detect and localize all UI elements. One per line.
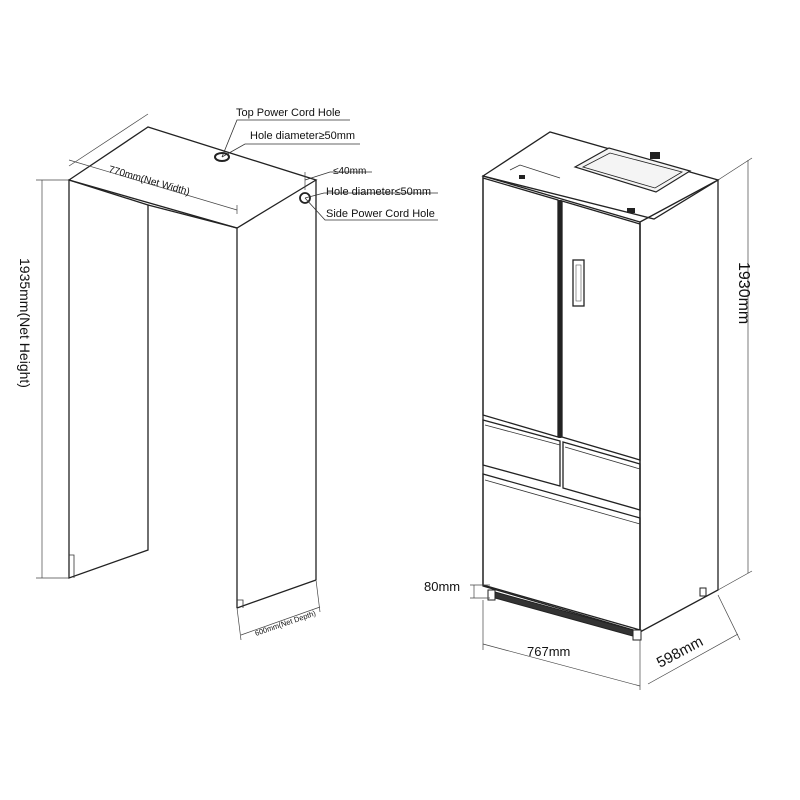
fridge-width-label: 767mm — [527, 644, 570, 659]
top-hole-diameter-leader — [221, 143, 360, 158]
side-hole-diameter-label: Hole diameter≤50mm — [326, 186, 431, 198]
cabinet-drawing — [36, 113, 438, 641]
hinge-left-icon — [519, 175, 525, 179]
hinge-right-icon — [627, 208, 635, 213]
rear-right-foot — [699, 587, 707, 597]
top-hole-title: Top Power Cord Hole — [236, 107, 341, 119]
fridge-depth-dimension-line — [647, 633, 739, 685]
right-drawer-lip — [564, 446, 641, 470]
cabinet-right-foot — [237, 599, 244, 608]
cabinet-right-bottom-edge — [236, 579, 317, 609]
bottom-drawer-lip — [484, 479, 641, 525]
depth-dimension-line — [240, 606, 321, 636]
top-panel-connector-icon — [650, 152, 660, 159]
bottom-drawer — [482, 473, 641, 631]
left-middle-drawer — [482, 419, 561, 487]
cabinet-top-face — [67, 126, 318, 229]
fridge-depth-ext-right — [717, 594, 741, 641]
side-hole-offset-leader — [304, 171, 372, 181]
front-left-foot — [487, 589, 496, 601]
base-grille — [494, 591, 641, 639]
left-drawer-lip — [484, 424, 561, 446]
front-right-foot — [632, 629, 642, 641]
right-middle-drawer — [562, 441, 641, 511]
cabinet-left-panel — [68, 179, 149, 579]
top-edge-detail — [509, 164, 561, 179]
side-hole-diameter-leader — [304, 192, 438, 199]
fridge-drawing — [470, 131, 753, 690]
cabinet-left-foot — [69, 554, 75, 578]
top-hole-diameter-label: Hole diameter≥50mm — [250, 130, 355, 142]
depth-ext-left — [236, 607, 242, 641]
left-upper-door — [482, 177, 559, 438]
net-width-label: 770mm(Net Width) — [107, 164, 191, 198]
width-ext-left — [68, 113, 149, 167]
width-dimension-line — [68, 159, 238, 211]
net-depth-label: 600mm(Net Depth) — [254, 608, 318, 637]
side-hole-offset-label: ≤40mm — [333, 166, 366, 177]
fridge-height-ext-top — [717, 157, 753, 181]
depth-ext-right — [315, 579, 321, 613]
fridge-base-height-label: 80mm — [424, 579, 460, 594]
cabinet-front-top-edge — [147, 204, 238, 229]
top-hole-leader — [221, 119, 350, 158]
fridge-height-label: 1930mm — [735, 262, 752, 324]
fridge-height-ext-bottom — [717, 570, 753, 591]
side-hole-title-leader — [304, 197, 438, 221]
fridge-width-dimension-line — [482, 643, 641, 687]
right-upper-door — [561, 200, 641, 461]
fridge-right-side — [639, 178, 719, 634]
top-panel-inner — [581, 152, 684, 189]
side-hole-title: Side Power Cord Hole — [326, 208, 435, 220]
door-handle-inner — [575, 264, 582, 302]
top-control-panel — [573, 147, 692, 193]
net-height-label: 1935mm(Net Height) — [17, 258, 33, 388]
fridge-depth-label: 598mm — [654, 633, 706, 671]
